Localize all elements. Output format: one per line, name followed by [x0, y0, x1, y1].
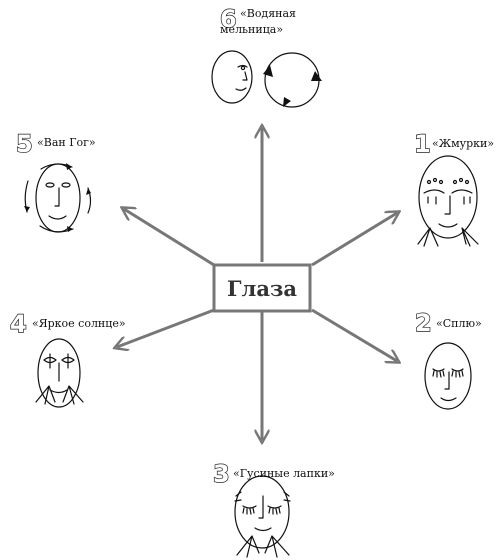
exercise-3: 3 «Гусиные лапки»: [212, 459, 335, 558]
exercise-6-label-line-1: «Водяная: [240, 7, 296, 20]
face-icon: [211, 50, 253, 104]
exercise-6-number: 6: [220, 5, 237, 33]
arrow-lower-left: [117, 308, 215, 347]
face-crows-feet-icon: [234, 475, 291, 558]
arrow-upper-right: [311, 213, 397, 267]
exercise-1: 1 «Жмурки»: [413, 129, 494, 247]
center-box: Глаза: [212, 263, 312, 313]
exercise-6-label-line-2: мельница»: [220, 23, 283, 36]
exercise-3-label: «Гусиные лапки»: [233, 467, 335, 480]
exercise-2-label: «Сплю»: [436, 317, 482, 330]
exercise-4-label: «Яркое солнце»: [32, 317, 126, 330]
arrows: [117, 128, 397, 440]
arrow-upper-left: [124, 209, 215, 267]
exercise-2-number: 2: [415, 309, 432, 337]
exercise-1-label: «Жмурки»: [432, 137, 494, 150]
exercise-5-label: «Ван Гог»: [37, 136, 96, 149]
exercise-5: 5 «Ван Гог»: [15, 129, 96, 233]
exercise-6: 6 «Водяная мельница»: [211, 4, 322, 108]
exercise-3-number: 3: [213, 460, 230, 488]
face-circles-icon: [24, 163, 92, 233]
face-sleeping-icon: [424, 342, 472, 410]
exercise-1-number: 1: [414, 130, 431, 158]
exercise-2: 2 «Сплю»: [414, 308, 482, 410]
exercise-4-number: 4: [10, 310, 27, 338]
face-squint-icon: [417, 155, 479, 247]
rotation-circle-icon: [263, 52, 322, 108]
exercise-5-number: 5: [16, 130, 33, 158]
center-label: Глаза: [227, 276, 297, 301]
face-open-eyes-icon: [35, 338, 84, 408]
exercise-4: 4 «Яркое солнце»: [9, 309, 126, 408]
arrow-lower-right: [311, 308, 397, 361]
